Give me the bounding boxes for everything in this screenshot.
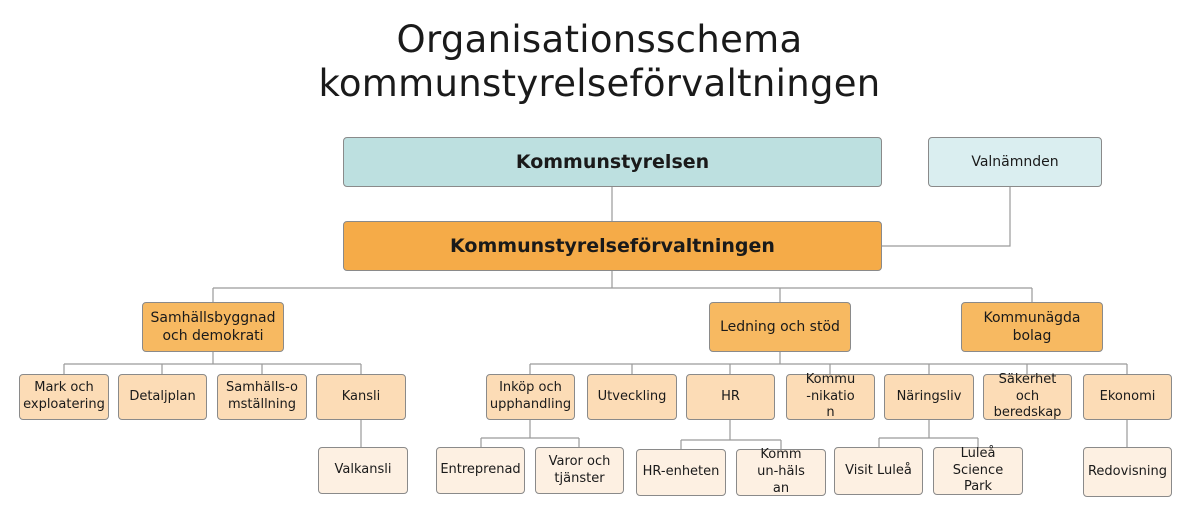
node-hr-enheten: HR-enheten [636, 449, 726, 496]
node-samhallsomstallning: Samhälls-omställning [217, 374, 307, 420]
node-kommunstyrelseforvaltningen: Kommunstyrelseförvaltningen [343, 221, 882, 271]
node-sakerhet-och-beredskap: Säkerhet och beredskap [983, 372, 1072, 420]
node-hr: HR [686, 374, 775, 420]
node-lulea-science-park: Luleå Science Park [933, 446, 1023, 495]
node-kommunagda-bolag: Kommunägda bolag [961, 302, 1103, 352]
node-mark-och-exploatering: Mark och exploatering [19, 374, 109, 420]
node-kansli: Kansli [316, 374, 406, 420]
node-inkop-och-upphandling: Inköp och upphandling [486, 374, 575, 420]
node-kommunstyrelsen: Kommunstyrelsen [343, 137, 882, 187]
node-valkansli: Valkansli [318, 447, 408, 494]
node-naringsliv: Näringsliv [884, 374, 974, 420]
node-valnamnden: Valnämnden [928, 137, 1102, 187]
chart-title-line2: kommunstyrelseförvaltningen [318, 62, 881, 105]
node-ledning-och-stod: Ledning och stöd [709, 302, 851, 352]
node-samhallsbyggnad: Samhällsbyggnad och demokrati [142, 302, 284, 352]
node-visit-lulea: Visit Luleå [834, 447, 923, 495]
chart-title-line1: Organisationsschema [396, 18, 803, 61]
node-kommunikation: Kommu-nikation [786, 372, 875, 420]
node-utveckling: Utveckling [587, 374, 677, 420]
node-kommunhalsan: Kommun-hälsan [736, 447, 826, 496]
node-entreprenad: Entreprenad [436, 447, 525, 494]
node-detaljplan: Detaljplan [118, 374, 207, 420]
node-redovisning: Redovisning [1083, 447, 1172, 497]
node-varor-och-tjanster: Varor och tjänster [535, 447, 624, 494]
node-ekonomi: Ekonomi [1083, 374, 1172, 420]
